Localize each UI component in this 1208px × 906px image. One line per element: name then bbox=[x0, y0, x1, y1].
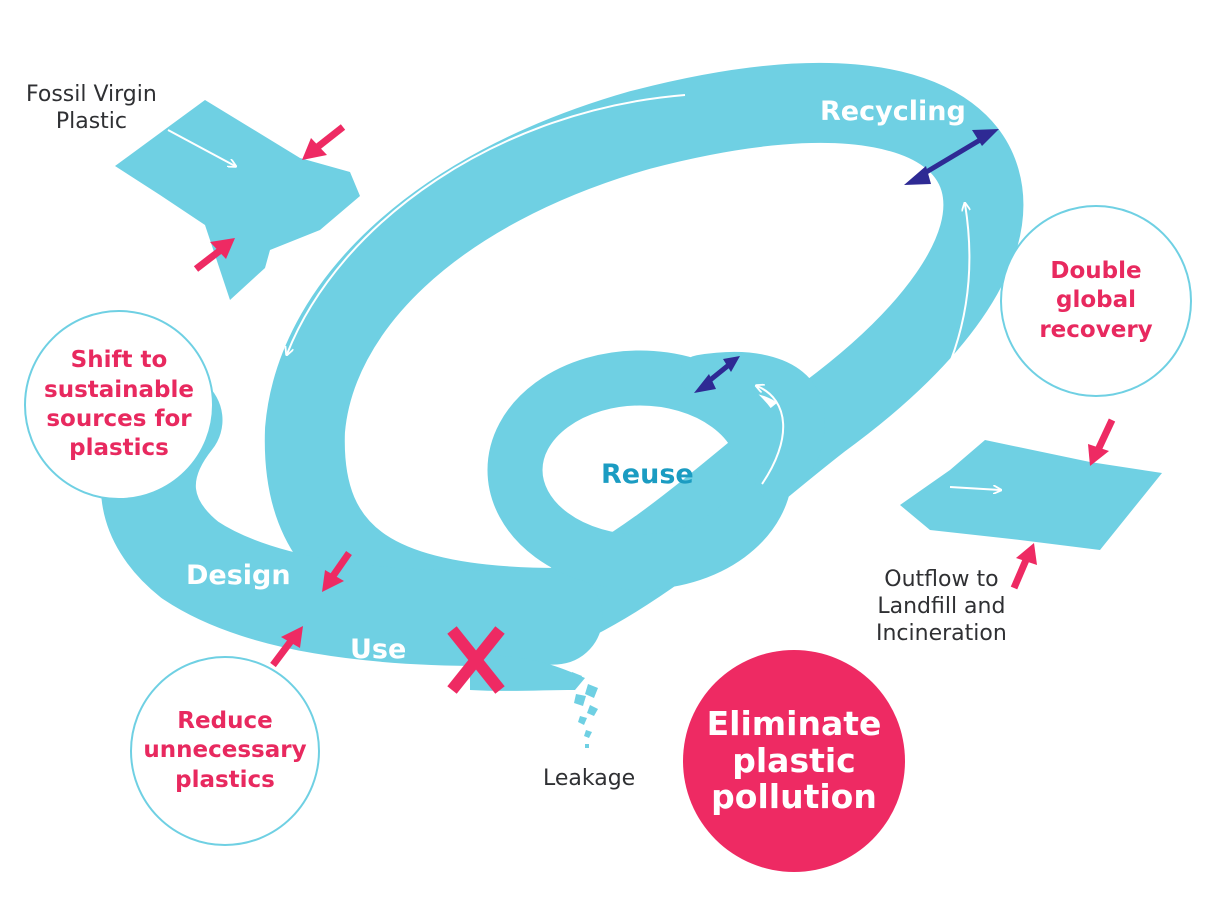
virgin-plastic-inflow bbox=[115, 100, 360, 300]
recycling-label: Recycling bbox=[820, 96, 966, 127]
eliminate-pollution-text: Eliminate plastic pollution bbox=[706, 703, 882, 817]
landfill-outflow bbox=[900, 440, 1162, 550]
eliminate-pollution-callout: Eliminate plastic pollution bbox=[683, 650, 905, 872]
design-label: Design bbox=[186, 560, 291, 591]
reuse-loop bbox=[487, 350, 826, 590]
double-recovery-text: Double global recovery bbox=[1039, 257, 1153, 343]
shift-sources-text: Shift to sustainable sources for plastic… bbox=[44, 347, 194, 462]
fossil-virgin-plastic-label: Fossil Virgin Plastic bbox=[26, 82, 157, 134]
shift-sources-callout: Shift to sustainable sources for plastic… bbox=[24, 310, 214, 500]
flow-direction-arrows bbox=[167, 94, 1000, 604]
leakage-block-x-icon bbox=[447, 626, 505, 694]
exchange-arrows bbox=[694, 129, 999, 393]
intervention-arrows bbox=[193, 124, 1116, 668]
leakage-label: Leakage bbox=[543, 766, 636, 791]
leakage-particles bbox=[570, 672, 598, 748]
double-recovery-callout: Double global recovery bbox=[1000, 205, 1192, 397]
reduce-plastics-callout: Reduce unnecessary plastics bbox=[130, 656, 320, 846]
outflow-label: Outflow to Landfill and Incineration bbox=[876, 567, 1007, 646]
use-label: Use bbox=[350, 634, 407, 665]
reduce-plastics-text: Reduce unnecessary plastics bbox=[143, 707, 307, 793]
reuse-label: Reuse bbox=[601, 459, 694, 490]
